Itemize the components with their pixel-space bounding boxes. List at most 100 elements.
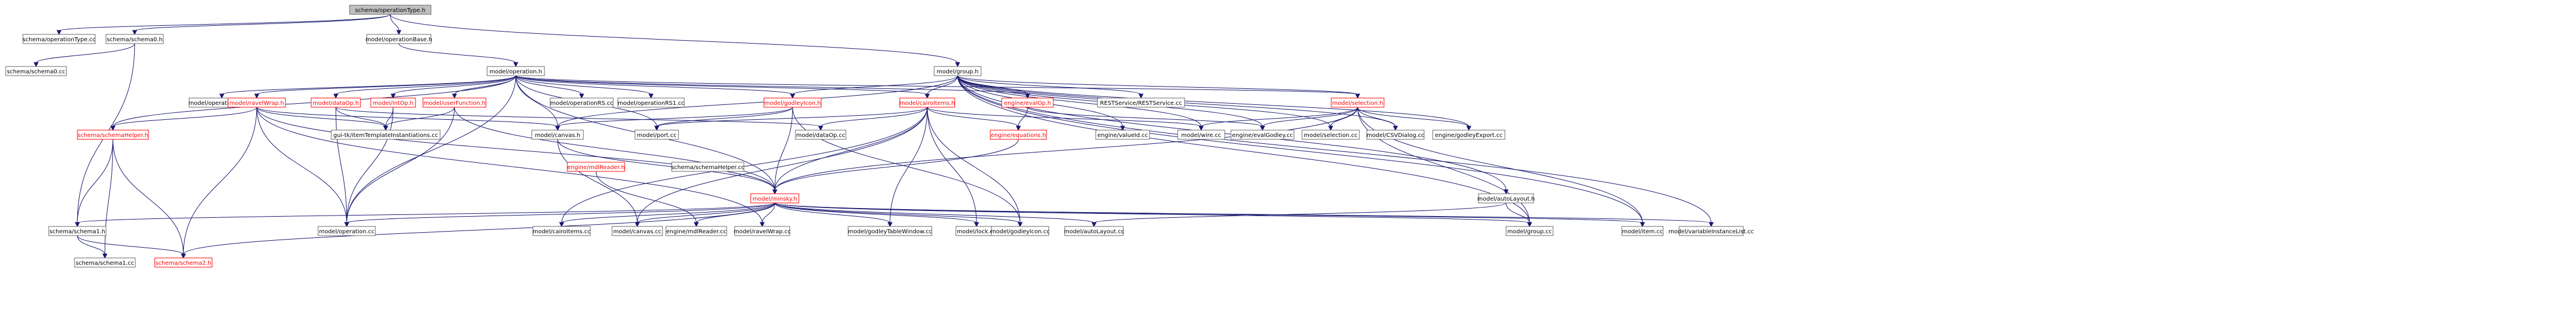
node-label: model/lock.cc — [957, 229, 997, 235]
node-box — [1366, 130, 1425, 140]
node-group-cc[interactable]: model/group.cc — [1505, 226, 1554, 236]
edge-schemaHelper_h-to-schema1_cc — [104, 139, 113, 255]
node-group-h[interactable]: model/group.h — [934, 66, 982, 76]
node-opRS1[interactable]: model/operationRS1.cc — [617, 97, 685, 108]
node-box — [991, 226, 1049, 236]
node-restService[interactable]: RESTService/RESTService.cc — [1097, 97, 1185, 108]
node-box — [5, 66, 67, 76]
node-ravelWrap-cc[interactable]: model/ravelWrap.cc — [734, 226, 791, 236]
edge-cairoItems_h-to-dataOp_cc — [820, 107, 928, 127]
node-userFunction-h[interactable]: model/userFunction.h — [422, 97, 487, 108]
edge-godleyIcon_h-to-canvas_h — [557, 107, 793, 127]
node-label: model/dataOp.cc — [796, 132, 845, 139]
edge-arrowhead — [648, 93, 654, 99]
node-label: model/selection.cc — [1304, 132, 1358, 139]
node-cairoItems-cc[interactable]: model/cairoItems.cc — [532, 226, 591, 236]
edge-intOp_h-to-operation_cc — [346, 107, 394, 224]
node-opBase-h[interactable]: model/operationBase.h — [366, 34, 432, 44]
node-selection-h[interactable]: model/selection.h — [1331, 97, 1385, 108]
node-label: schema/schema1.cc — [76, 260, 134, 267]
node-schema0-cc[interactable]: schema/schema0.cc — [5, 66, 67, 76]
node-operation-h[interactable]: model/operation.h — [487, 66, 545, 76]
node-godleyIcon-h[interactable]: model/godleyIcon.h — [763, 97, 822, 108]
node-opRS[interactable]: model/operationRS.cc — [550, 97, 614, 108]
edge-ravelWrap_h-to-minsky_h — [256, 107, 775, 191]
node-label: model/operation.cc — [319, 229, 375, 235]
node-label: schema/schema0.h — [107, 37, 162, 43]
node-label: engine/mdlReader.h — [567, 165, 625, 171]
edge-arrowhead — [1393, 126, 1398, 131]
node-ravelWrap-h[interactable]: model/ravelWrap.h — [228, 97, 286, 108]
node-schema0-h[interactable]: schema/schema0.h — [105, 34, 164, 44]
node-label: model/item.cc — [1622, 229, 1663, 235]
edge-godleyIcon_h-to-godleyIcon_cc — [792, 107, 1021, 224]
node-selection-cc[interactable]: model/selection.cc — [1301, 130, 1360, 140]
node-port-cc[interactable]: model/port.cc — [634, 130, 679, 140]
node-minsky-h[interactable]: model/minsky.h — [750, 193, 799, 203]
node-mdlReader-cc[interactable]: engine/mdlReader.cc — [665, 226, 727, 236]
edge-ravelWrap_h-to-schema2_h — [183, 107, 257, 255]
node-box — [48, 226, 107, 236]
node-operation-cc[interactable]: model/operation.cc — [317, 226, 376, 236]
node-box — [1230, 130, 1295, 140]
edge-minsky_h-to-schema1_h — [77, 202, 775, 224]
edge-schema1_h-to-schema1_cc — [77, 235, 105, 255]
node-canvas-h[interactable]: model/canvas.h — [531, 130, 584, 140]
node-opType-cc[interactable]: schema/operationType.cc — [22, 34, 96, 44]
edge-arrowhead — [1198, 126, 1204, 131]
node-schema1-cc[interactable]: schema/schema1.cc — [74, 257, 136, 268]
node-schemaHelper-h[interactable]: schema/schemaHelper.h — [77, 130, 149, 140]
node-box — [1095, 130, 1150, 140]
node-label: schema/schema2.h — [155, 260, 211, 267]
node-cairoItems-h[interactable]: model/cairoItems.h — [899, 97, 955, 108]
node-schema1-h[interactable]: schema/schema1.h — [48, 226, 107, 236]
node-equations-h[interactable]: engine/equations.h — [990, 130, 1047, 140]
edge-minsky_h-to-item_cc — [774, 202, 1643, 224]
node-canvas-cc[interactable]: model/canvas.cc — [611, 226, 663, 236]
node-evalOp-h[interactable]: engine/evalOp.h — [1001, 97, 1054, 108]
edge-arrowhead — [344, 222, 350, 228]
node-schemaHelper-cc[interactable]: schema/schemaHelper.cc — [671, 162, 744, 172]
node-godleyTableWindow-cc[interactable]: model/godleyTableWindow.cc — [848, 226, 932, 236]
node-csvDialog-cc[interactable]: model/CSVDialog.cc — [1366, 130, 1425, 140]
node-dataOp-cc[interactable]: model/dataOp.cc — [795, 130, 846, 140]
node-intOp-h[interactable]: model/intOp.h — [370, 97, 416, 108]
node-label: model/godleyTableWindow.cc — [848, 229, 932, 235]
node-box — [671, 162, 744, 172]
node-box — [531, 130, 584, 140]
edge-godleyIcon_h-to-minsky_h — [774, 107, 793, 191]
node-box — [1001, 97, 1054, 108]
edge-evalOp_h-to-evalGodley_cc — [1027, 107, 1263, 127]
edge-root-to-opType_cc — [58, 14, 391, 32]
node-varInstList-cc[interactable]: model/variableInstanceList.cc — [1668, 226, 1754, 236]
edge-ravelWrap_h-to-garbTemplate — [256, 107, 386, 127]
edge-group_h-to-canvas_h — [557, 75, 958, 127]
node-mdlReader-h[interactable]: engine/mdlReader.h — [567, 162, 625, 172]
node-item-cc[interactable]: model/item.cc — [1621, 226, 1664, 236]
edge-root-to-group_h — [390, 14, 958, 64]
edge-arrowhead — [56, 30, 62, 36]
node-godleyIcon-cc[interactable]: model/godleyIcon.cc — [990, 226, 1050, 236]
node-wire-cc[interactable]: model/wire.cc — [1177, 130, 1225, 140]
edge-arrowhead — [396, 30, 402, 36]
node-schema2-h[interactable]: schema/schema2.h — [154, 257, 213, 268]
edge-minsky_h-to-lock_cc — [774, 202, 977, 224]
node-box — [154, 257, 213, 268]
edge-userFunction_h-to-operation_cc — [346, 107, 455, 224]
node-label: model/userFunction.h — [424, 100, 485, 107]
node-box — [1331, 97, 1385, 108]
edge-schemaHelper_h-to-schema2_h — [112, 139, 184, 255]
node-autoLayout-cc[interactable]: model/autoLayout.cc — [1064, 226, 1124, 236]
node-dataOp-h[interactable]: model/dataOp.h — [311, 97, 361, 108]
edge-operation_h-to-evalOp_h — [515, 75, 1028, 95]
node-evalGodley-cc[interactable]: engine/evalGodley.cc — [1230, 130, 1295, 140]
node-valueId-cc[interactable]: engine/valueId.cc — [1095, 130, 1150, 140]
node-autoLayout-h[interactable]: model/autoLayout.h — [1477, 193, 1535, 203]
node-box — [487, 66, 545, 76]
node-box — [665, 226, 727, 236]
edge-arrowhead — [955, 62, 960, 68]
edge-arrowhead — [1328, 126, 1334, 131]
node-godleyExport-cc[interactable]: engine/godleyExport.cc — [1432, 130, 1505, 140]
node-garbTemplate[interactable]: gui-tk/itemTemplateInstantiations.cc — [331, 130, 441, 140]
